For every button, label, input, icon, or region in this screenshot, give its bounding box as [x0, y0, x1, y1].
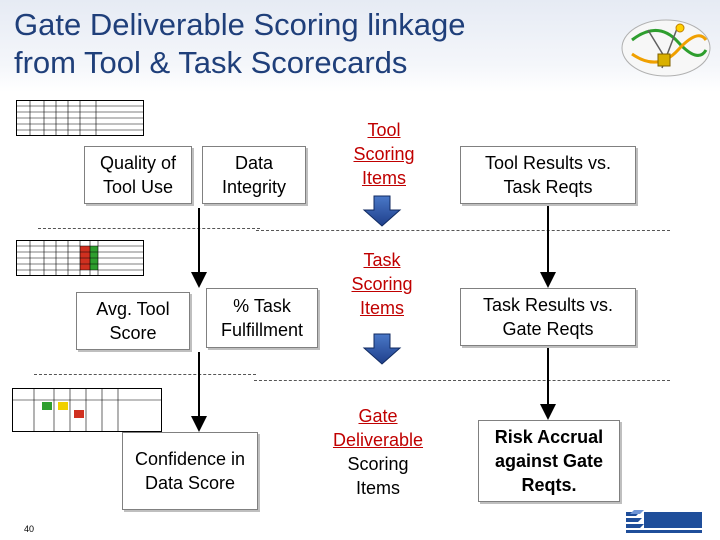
separator-line-1-left [38, 228, 260, 229]
slide-title: Gate Deliverable Scoring linkage from To… [14, 6, 574, 82]
title-line-1: Gate Deliverable Scoring linkage [14, 7, 466, 42]
tool-results-box: Tool Results vs. Task Reqts [460, 146, 636, 204]
data-integrity-label: Data Integrity [221, 153, 287, 197]
task-fulfillment-label: % Task Fulfillment [220, 296, 304, 340]
quality-of-tool-use-box: Quality of Tool Use [84, 146, 192, 204]
down-arrow-icon [362, 333, 402, 365]
task-scoring-items-label: Task Scoring Items [351, 250, 413, 318]
avg-tool-score-label: Avg. Tool Score [96, 299, 170, 343]
avg-tool-score-box: Avg. Tool Score [76, 292, 190, 350]
page-number: 40 [24, 524, 35, 534]
gate-scoring-items-label: Scoring Items [347, 454, 409, 498]
pdss-logo-icon [626, 510, 702, 533]
separator-line-2-right [254, 380, 670, 381]
task-scorecard-thumbnail [16, 240, 144, 276]
separator-line-1-right [256, 230, 670, 231]
gate-deliverable-label: Gate Deliverable [332, 406, 424, 450]
task-fulfillment-box: % Task Fulfillment [206, 288, 318, 348]
separator-line-2-left [34, 374, 256, 375]
gate-scorecard-thumbnail [12, 388, 162, 432]
confidence-in-data-box: Confidence in Data Score [122, 432, 258, 510]
confidence-in-data-label: Confidence in Data Score [134, 449, 246, 493]
task-results-box: Task Results vs. Gate Reqts [460, 288, 636, 346]
dna-logo-icon [621, 19, 711, 77]
risk-accrual-label: Risk Accrual against Gate Reqts. [494, 427, 604, 495]
gate-deliverable-group: Gate Deliverable Scoring Items [318, 404, 438, 500]
task-results-label: Task Results vs. Gate Reqts [482, 295, 614, 339]
tool-results-label: Tool Results vs. Task Reqts [484, 153, 612, 197]
tool-scoring-items-label: Tool Scoring Items [353, 120, 415, 188]
title-bar [0, 0, 720, 92]
risk-accrual-box: Risk Accrual against Gate Reqts. [478, 420, 620, 502]
data-integrity-box: Data Integrity [202, 146, 306, 204]
tool-scorecard-thumbnail [16, 100, 144, 136]
quality-of-tool-use-label: Quality of Tool Use [99, 153, 177, 197]
down-arrow-icon [362, 195, 402, 227]
title-line-2: from Tool & Task Scorecards [14, 45, 408, 80]
